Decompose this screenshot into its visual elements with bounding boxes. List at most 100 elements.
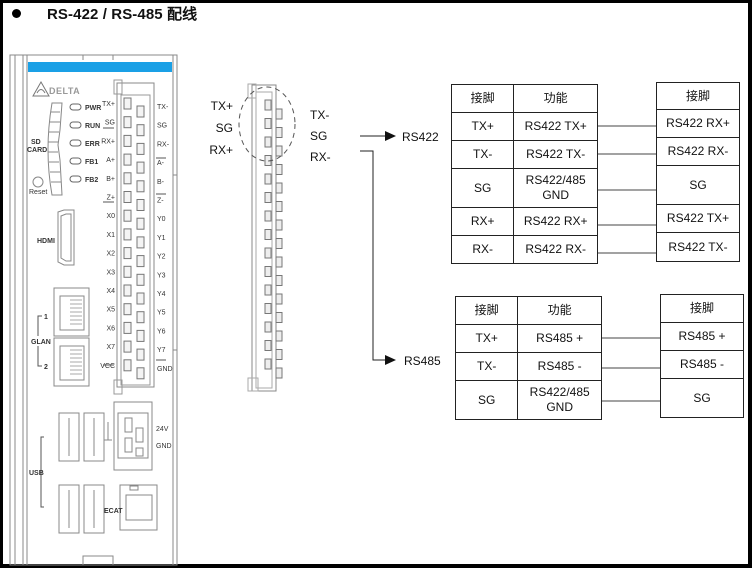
connector-pin [264,321,272,333]
reset-button[interactable] [32,176,44,188]
target-pin-cell: RS422 RX+ [656,109,740,138]
pin-cell: SG [454,380,519,420]
terminal-right-label: Y0 [157,216,166,223]
connector-pin [264,118,272,129]
io-terminal-block: TX+SGRX+A+B+Z+X0X1X2X3X4X5X6X7VCCTX-SGRX… [100,79,173,395]
table-row: TX+RS485 + [454,324,602,353]
terminal-right-label: Y1 [157,235,166,242]
terminal-left-label: X0 [106,213,115,220]
function-cell: RS485 - [517,352,602,381]
terminal-left-label: X5 [106,307,115,314]
terminal-right-label: Y6 [157,328,166,335]
rs422-arrow [360,131,396,141]
header-pin: 接脚 [450,84,515,113]
connector-pin [275,367,283,379]
connector-pin [264,247,272,259]
terminal-pin [136,292,145,305]
sd-label-line1: SD [31,139,41,146]
table-header-row: 接脚功能 [454,296,602,325]
target-pin-cell: RS422 TX+ [656,204,740,233]
connector-pin [264,303,272,314]
connector-pin [264,136,272,148]
terminal-pin [123,303,132,316]
section-heading: RS-422 / RS-485 配线 [10,3,197,23]
connector-pin [275,312,283,323]
terminal-pin [123,116,132,129]
connector-pin [275,238,283,249]
terminal-pin [123,172,132,185]
terminal-pin [136,217,145,230]
terminal-right-label: RX- [157,141,170,148]
pin-cell: SG [450,168,515,208]
connector-pin [264,210,272,222]
led-indicator-icon [69,103,82,111]
connector-pin [264,340,272,351]
rs485-wires [601,337,660,402]
terminal-pin [136,311,145,324]
usb-label: USB [29,470,44,477]
led-indicator-icon [69,175,82,183]
function-cell: RS422 RX+ [513,207,598,236]
terminal-pin [136,367,145,380]
rs485-arrow [360,150,396,365]
terminal-left-label: X3 [106,269,115,276]
target-pin-cell: SG [656,165,740,205]
terminal-left-label: X2 [106,251,115,258]
table-row: RS485 + [660,322,744,351]
connector-pin [275,275,283,286]
connector-pin [275,182,283,194]
pin-cell: TX+ [454,324,519,353]
power-gnd-label: GND [156,443,172,450]
connector-pin [264,284,272,296]
table-row: RX+RS422 RX+ [450,207,598,236]
terminal-pin [123,321,132,334]
table-row: RS422 TX- [656,232,740,262]
rs-pins-highlight-circle [238,86,296,162]
rs422-label: RS422 [402,130,439,144]
terminal-right-label: Y2 [157,254,166,261]
terminal-left-label: B+ [106,176,115,183]
terminal-left-label: Z+ [107,195,115,202]
terminal-pin [136,236,145,249]
connector-left-label: RX+ [209,143,233,157]
terminal-right-label: Z- [157,198,164,205]
glan-port-2-label: 2 [44,364,48,371]
module-housing [9,54,178,566]
terminal-right-label: Y7 [157,347,166,354]
connector-left-label: TX+ [211,99,233,113]
terminal-pin [123,209,132,222]
terminal-pin [136,273,145,286]
terminal-pin [123,284,132,297]
terminal-pin [123,340,132,353]
power-24v-label: 24V [156,426,169,433]
connector-left-labels: TX+ SG RX+ [209,99,233,157]
connector-pin [275,145,283,157]
table-row: RX-RS422 RX- [450,235,598,264]
terminal-pin [136,199,145,211]
pin-cell: RX+ [450,207,515,236]
connector-pin [264,229,272,240]
pin-cell: RX- [450,235,515,264]
connector-pin [264,192,272,203]
connector-pin [275,349,283,360]
table-header-row: 接脚功能 [450,84,598,113]
target-pin-cell: SG [660,378,744,418]
connector-right-label: RX- [310,150,331,164]
terminal-pin [123,153,132,166]
connector-left-label: SG [216,121,233,135]
connector-pin [275,127,283,138]
connector-pin [275,108,283,120]
connector-pin [264,358,272,370]
terminal-pin [123,134,132,147]
table-row: RS422 RX- [656,137,740,166]
table-row: SG [656,165,740,205]
terminal-right-label: Y3 [157,272,166,279]
terminal-pin [123,265,132,278]
